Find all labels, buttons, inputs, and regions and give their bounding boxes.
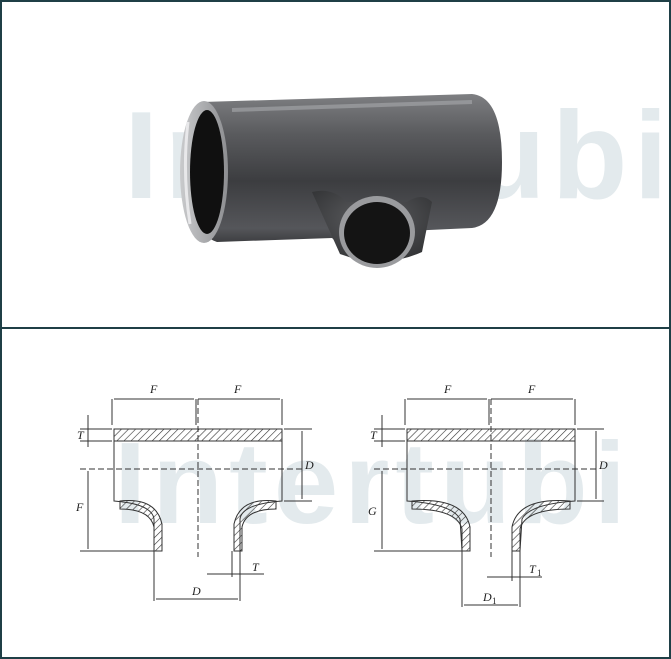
right-label-D-right: D bbox=[598, 458, 608, 472]
right-label-T1-sub: 1 bbox=[537, 568, 542, 578]
right-label-D1-sub: 1 bbox=[492, 596, 497, 606]
right-label-T1: T bbox=[529, 562, 537, 576]
drawing-equal-tee bbox=[80, 398, 312, 601]
left-label-T: T bbox=[77, 428, 85, 442]
left-label-F-1: F bbox=[149, 382, 158, 396]
right-drawing-labels: F F T D G T 1 D 1 bbox=[368, 382, 608, 606]
left-drawing-labels: F F T D F T D bbox=[75, 382, 314, 598]
right-label-F-2: F bbox=[527, 382, 536, 396]
left-branch-wall-right bbox=[233, 499, 277, 552]
left-label-F-side: F bbox=[75, 500, 84, 514]
technical-drawing-panel: Intertubi bbox=[2, 329, 669, 655]
right-branch-wall-right bbox=[511, 500, 571, 552]
right-label-F-1: F bbox=[443, 382, 452, 396]
right-label-T: T bbox=[370, 428, 378, 442]
left-label-D-bottom: D bbox=[191, 584, 201, 598]
tee-branch-opening bbox=[344, 202, 410, 264]
right-label-G-side: G bbox=[368, 504, 377, 518]
right-label-D1: D bbox=[482, 590, 492, 604]
panel-divider bbox=[0, 327, 671, 329]
drawing-reducing-tee bbox=[374, 398, 604, 607]
drawings-svg: F F T D F T D bbox=[75, 382, 608, 607]
watermark-text-2: Intertubi bbox=[114, 418, 632, 548]
product-photo-panel: Intertubi bbox=[2, 2, 669, 327]
left-label-T-bottom: T bbox=[252, 560, 260, 574]
left-label-D-right: D bbox=[304, 458, 314, 472]
left-branch-wall-left bbox=[119, 499, 163, 552]
tee-photo bbox=[180, 94, 502, 268]
tee-run-opening bbox=[190, 110, 224, 234]
left-label-F-2: F bbox=[233, 382, 242, 396]
